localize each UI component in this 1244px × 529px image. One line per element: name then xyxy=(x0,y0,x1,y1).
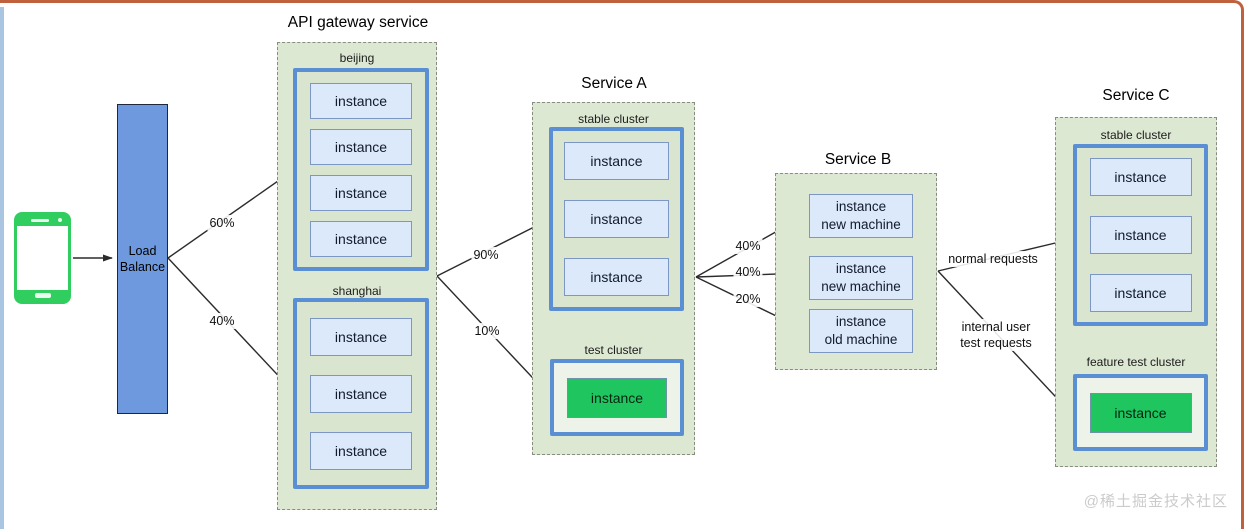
instance-label-line1: instance xyxy=(835,314,887,329)
test-cluster-label: test cluster xyxy=(584,343,643,357)
instance-node: instance new machine xyxy=(809,194,913,238)
service-b-container: instance new machine instance new machin… xyxy=(775,173,937,370)
edge-label-internal-user-test-requests: internal user test requests xyxy=(958,319,1034,351)
instance-node: instance xyxy=(564,258,669,296)
instance-node: instance xyxy=(1089,274,1192,312)
service-c-title: Service C xyxy=(1102,87,1170,104)
feature-test-cluster-label: feature test cluster xyxy=(1086,355,1186,369)
instance-node: instance xyxy=(310,82,412,119)
phone-speaker-bar xyxy=(17,215,68,226)
instance-node: instance xyxy=(310,431,412,470)
instance-node: instance old machine xyxy=(809,309,913,353)
beijing-cluster-box: instance instance instance instance xyxy=(293,68,429,271)
instance-label-line1: instance xyxy=(835,199,887,214)
instance-node: instance xyxy=(310,374,412,413)
instance-node: instance xyxy=(310,220,412,257)
edge-label-40pct: 40% xyxy=(207,313,237,329)
stable-cluster-label: stable cluster xyxy=(578,112,649,126)
phone-home-button xyxy=(34,293,51,298)
test-instance-node: instance xyxy=(1089,392,1192,433)
gateway-container: beijing instance instance instance insta… xyxy=(277,42,437,510)
phone-screen xyxy=(17,226,68,290)
service-b-title: Service B xyxy=(824,151,892,168)
test-instance-node: instance xyxy=(567,377,667,418)
service-a-title: Service A xyxy=(581,75,647,92)
edge-label-40pct-b1: 40% xyxy=(733,238,763,254)
instance-node: instance xyxy=(1089,216,1192,254)
instance-label-line2: new machine xyxy=(821,279,901,294)
service-c-container: stable cluster instance instance instanc… xyxy=(1055,117,1217,467)
edge-label-normal-requests: normal requests xyxy=(946,251,1040,267)
instance-node: instance xyxy=(310,317,412,356)
instance-node: instance xyxy=(564,142,669,180)
shanghai-cluster-box: instance instance instance xyxy=(293,298,429,489)
load-balancer-node: Load Balance xyxy=(117,104,168,414)
beijing-cluster-label: beijing xyxy=(339,51,375,65)
instance-label-line2: new machine xyxy=(821,217,901,232)
frame-left-border xyxy=(0,7,4,529)
instance-label-line1: instance xyxy=(835,261,887,276)
instance-node: instance xyxy=(564,200,669,238)
edge-label-10pct: 10% xyxy=(472,323,502,339)
instance-node: instance xyxy=(310,174,412,211)
edge-label-60pct: 60% xyxy=(207,215,237,231)
instance-label-line2: old machine xyxy=(824,332,898,347)
edge-label-line1: internal user xyxy=(961,320,1031,334)
edge-label-line2: test requests xyxy=(960,336,1032,350)
edge-label-40pct-b2: 40% xyxy=(733,264,763,280)
edge-label-20pct: 20% xyxy=(733,291,763,307)
service-a-container: stable cluster instance instance instanc… xyxy=(532,102,695,455)
shanghai-cluster-label: shanghai xyxy=(332,284,382,298)
instance-node: instance xyxy=(1089,158,1192,196)
service-c-stable-cluster-box: instance instance instance xyxy=(1073,144,1208,326)
phone-camera-dot xyxy=(58,218,62,222)
phone-speaker xyxy=(31,219,49,222)
smartphone-icon xyxy=(14,212,71,304)
instance-node: instance new machine xyxy=(809,256,913,300)
service-c-feature-test-cluster-box: instance xyxy=(1073,374,1208,451)
service-a-stable-cluster-box: instance instance instance xyxy=(549,127,684,311)
gateway-title: API gateway service xyxy=(287,14,429,31)
load-balancer-label: Load Balance xyxy=(119,244,166,274)
stable-cluster-label: stable cluster xyxy=(1100,128,1172,142)
watermark: @稀土掘金技术社区 xyxy=(1083,493,1228,510)
phone-home-bar xyxy=(17,290,68,301)
instance-node: instance xyxy=(310,128,412,165)
edge-label-90pct: 90% xyxy=(471,247,501,263)
service-a-test-cluster-box: instance xyxy=(550,359,684,436)
